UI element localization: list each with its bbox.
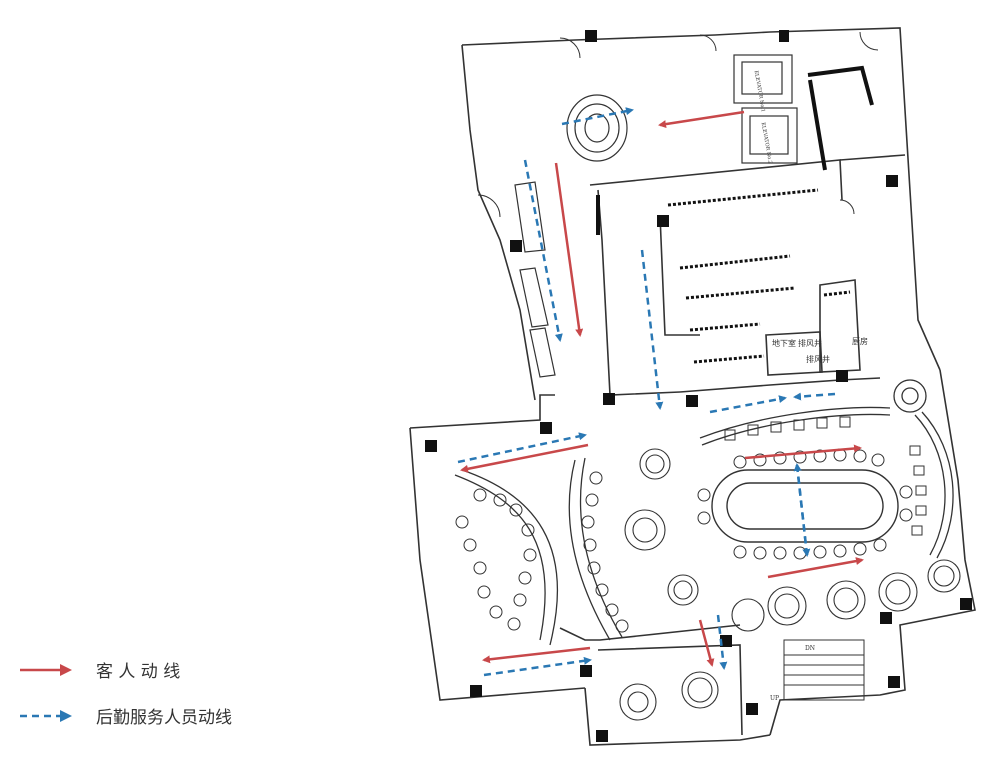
private-rooms xyxy=(619,671,719,721)
service-flow-arrows xyxy=(457,107,836,677)
service-corridor-walls xyxy=(596,65,874,235)
legend-guest-flow: 客 人 动 线 xyxy=(18,657,180,682)
exhaust-label-1: 排风井 xyxy=(798,338,822,348)
guest-flow-arrow-icon xyxy=(20,663,72,676)
lobby-feature xyxy=(566,94,628,162)
storage-shelves xyxy=(667,188,851,364)
right-booth-chairs xyxy=(909,445,927,536)
exhaust-label-2: 排风井 xyxy=(806,354,830,364)
left-curved-booths xyxy=(454,457,623,646)
reception-counter xyxy=(514,181,556,378)
stair-dn-label: DN xyxy=(805,645,815,652)
service-flow-arrow-icon xyxy=(20,709,72,722)
bar-stools xyxy=(724,416,851,441)
elevator-2-label: ELEVATOR No.2 xyxy=(760,122,773,164)
elevator-1-label: ELEVATOR No.1 xyxy=(753,70,766,112)
right-curved-booth xyxy=(893,379,954,559)
building-walls xyxy=(409,27,976,746)
kitchen-label: 厨房 xyxy=(852,336,868,346)
guest-flow-arrows xyxy=(460,110,864,667)
doors xyxy=(477,31,879,218)
left-booth-chairs xyxy=(455,471,629,633)
legend-guest-label: 客 人 动 线 xyxy=(96,662,181,682)
curved-bar-counter xyxy=(699,406,891,446)
basement-label: 地下室 xyxy=(772,338,796,348)
center-tables xyxy=(624,448,699,606)
staircase xyxy=(783,639,865,701)
legend-service-flow: 后勤服务人员动线 xyxy=(18,703,232,728)
stair-up-label: UP xyxy=(770,695,779,702)
oval-table-chairs xyxy=(697,448,913,560)
elevator-shafts xyxy=(733,54,798,164)
structural-columns xyxy=(425,30,972,742)
lower-round-tables xyxy=(731,559,961,632)
legend-service-label: 后勤服务人员动线 xyxy=(96,708,232,728)
